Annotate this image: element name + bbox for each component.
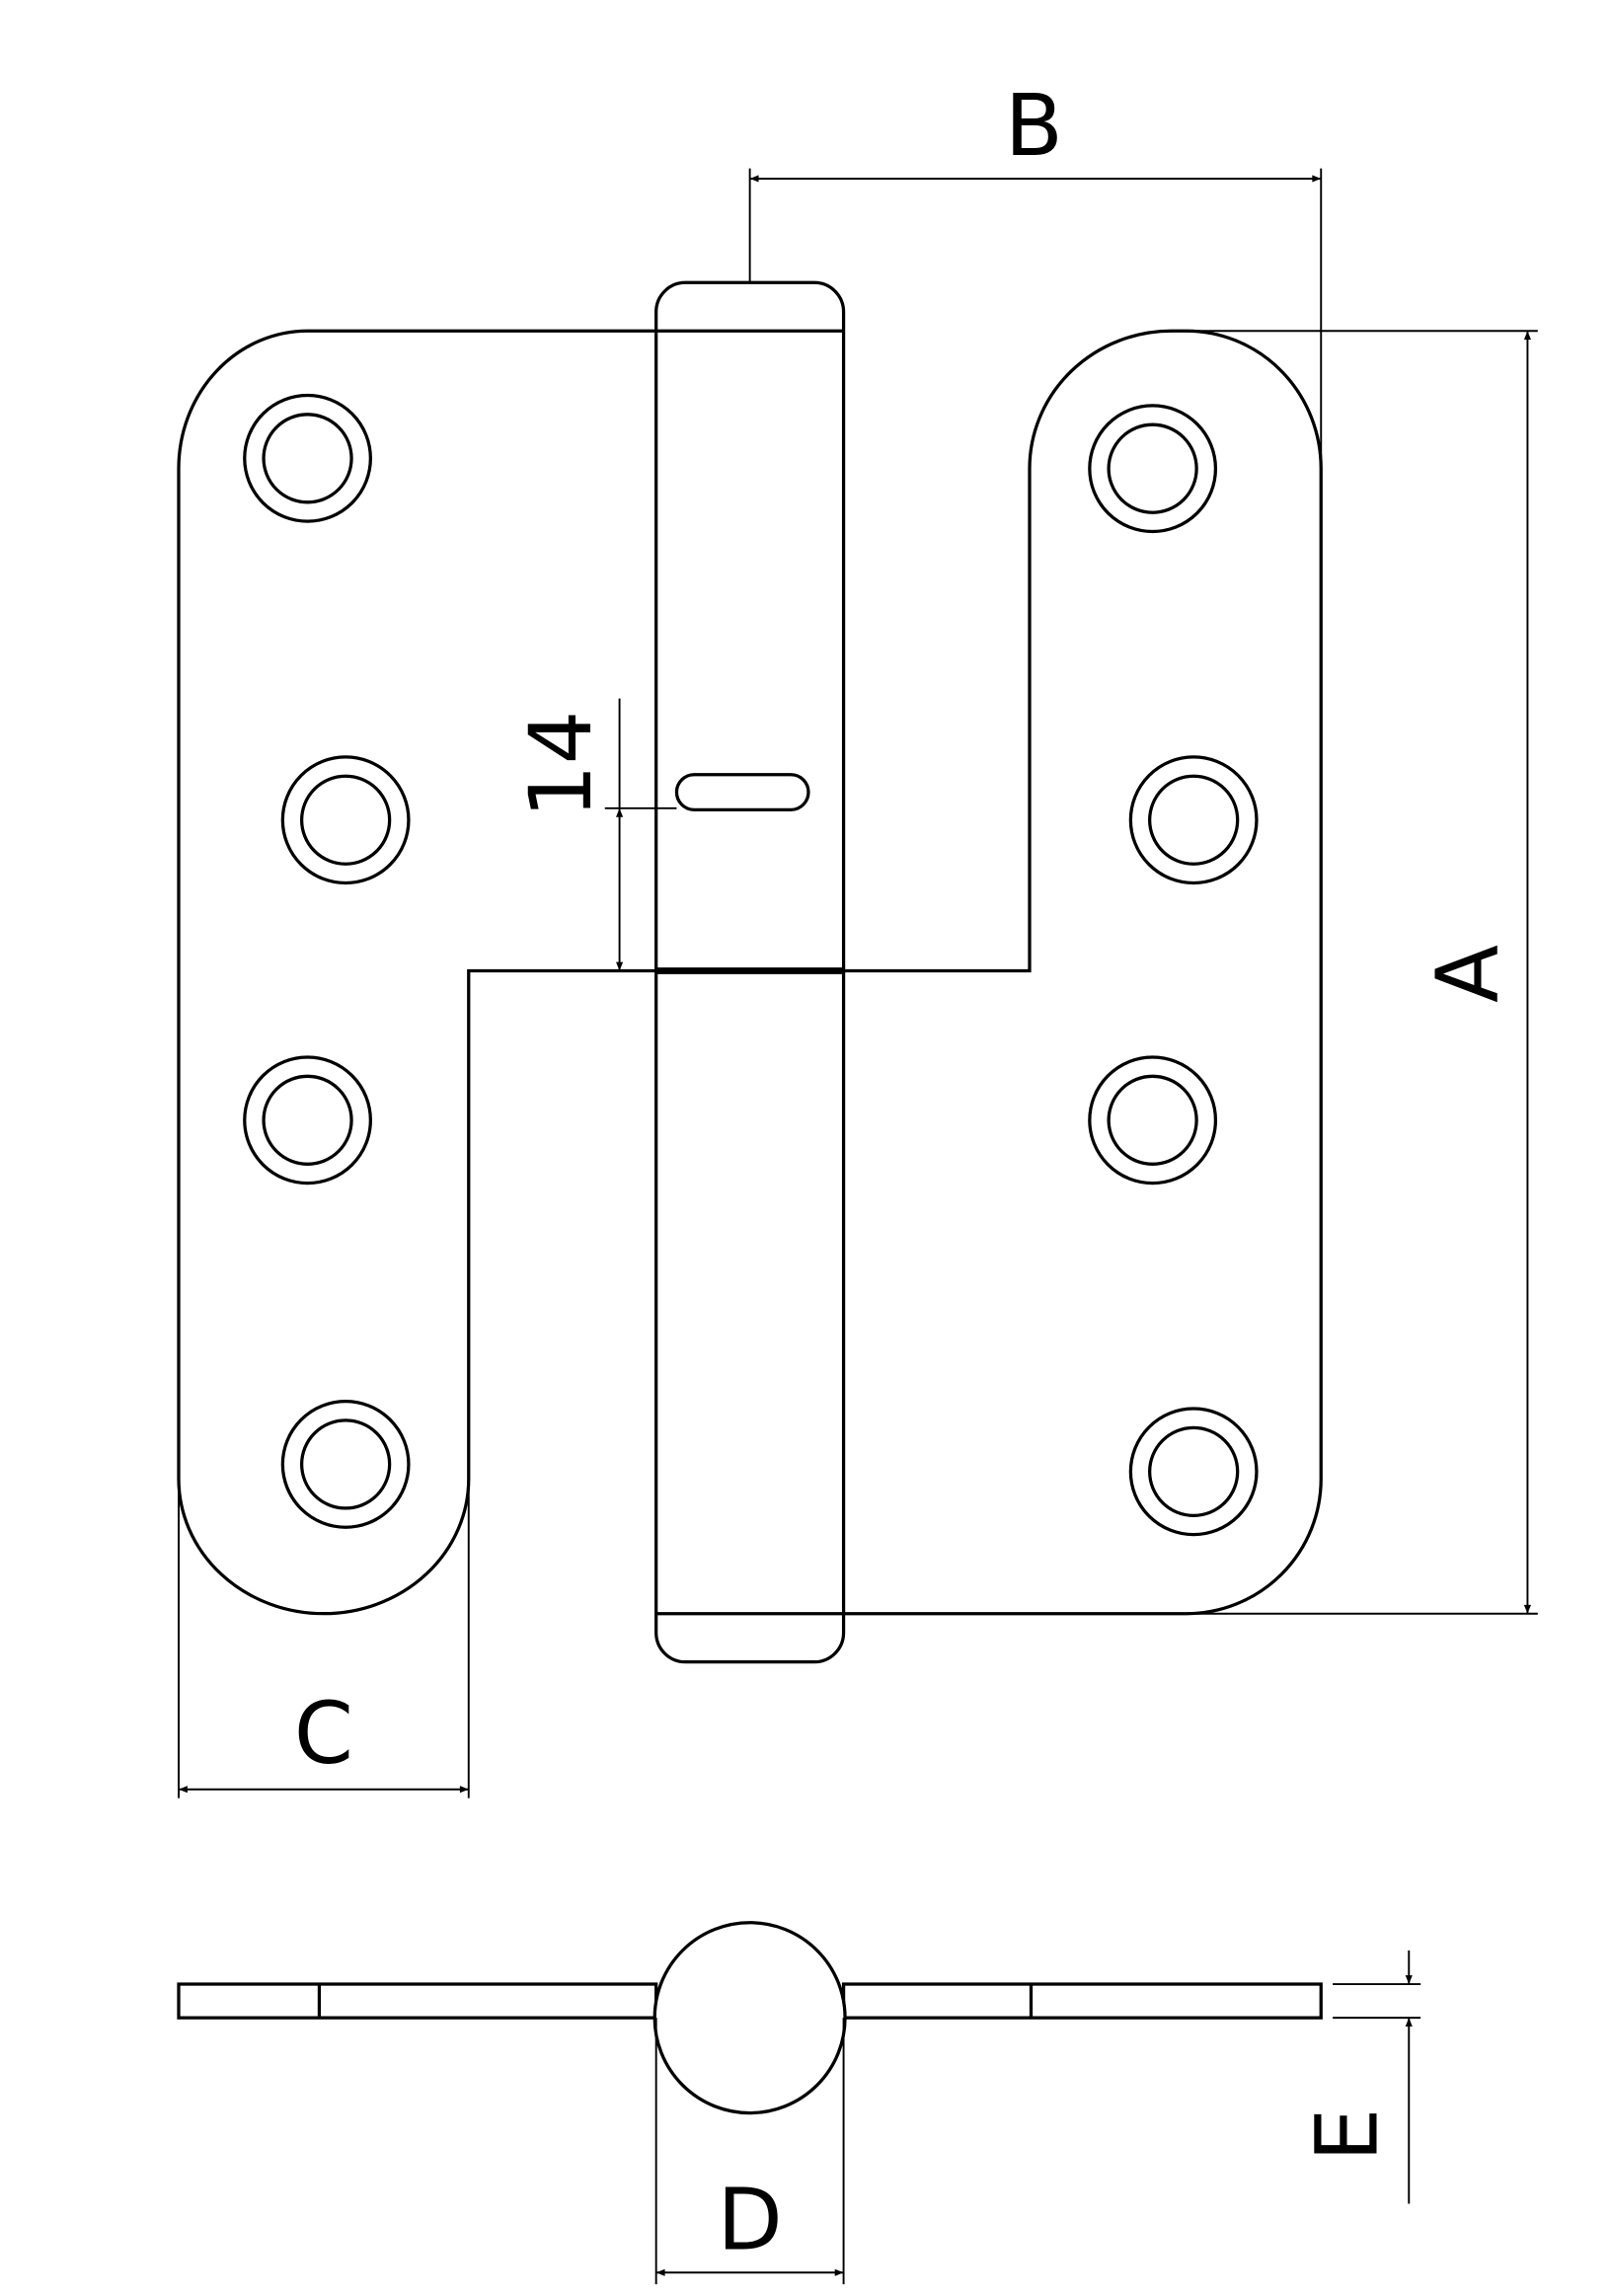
screw-holes: [243, 393, 1259, 1537]
screw-hole: [243, 1055, 372, 1186]
screw-hole: [280, 755, 411, 885]
dimension-d-label: D: [717, 2172, 782, 2270]
screw-hole: [243, 393, 372, 523]
dimension-d: [654, 2018, 845, 2285]
dimension-a: [1186, 330, 1538, 1615]
dimension-c: [178, 1479, 470, 1799]
slot: [674, 773, 810, 811]
screw-hole: [1088, 404, 1218, 534]
dimension-e-label: E: [1299, 2108, 1398, 2162]
dimension-b-label: B: [1005, 77, 1063, 176]
dimension-e: [1333, 1950, 1421, 2204]
dimension-b: [748, 168, 1323, 469]
dimension-c-label: C: [294, 1685, 353, 1784]
screw-hole: [1128, 755, 1259, 885]
screw-hole: [280, 1399, 411, 1529]
dimension-14: [604, 698, 677, 971]
pin-circle: [652, 1921, 847, 2115]
side-view: [177, 1921, 1323, 2115]
screw-hole: [1128, 1407, 1259, 1537]
screw-hole: [1088, 1055, 1218, 1186]
dimension-14-label: 14: [512, 711, 611, 818]
left-leaf-outline: [177, 329, 656, 1616]
right-leaf-outline: [843, 329, 1323, 1616]
dimension-a-label: A: [1419, 945, 1517, 1003]
